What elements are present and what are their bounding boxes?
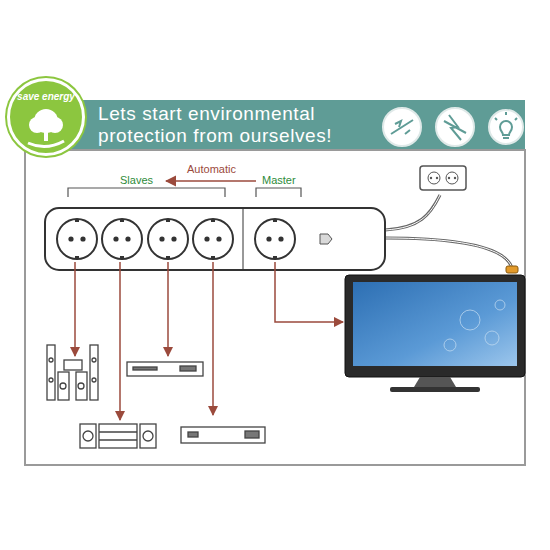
cable-plug: [506, 266, 518, 273]
eco-icons: [383, 108, 523, 146]
set-top-box: [181, 427, 265, 443]
socket: [193, 219, 233, 259]
banner-title: Lets start environmental protection from…: [98, 103, 383, 147]
home-theatre: [47, 345, 98, 400]
power-cable: [385, 195, 440, 230]
group-label: Master: [260, 174, 298, 186]
television: [345, 275, 525, 392]
socket: [102, 219, 142, 259]
sockets: [57, 219, 295, 259]
control-cable-core: [385, 238, 512, 268]
socket: [57, 219, 97, 259]
banner: [30, 100, 525, 150]
dvd-player: [127, 362, 203, 376]
group-brackets: [68, 188, 301, 197]
socket: [255, 219, 295, 259]
group-label: Slaves: [118, 174, 155, 186]
diagram-frame: [25, 150, 525, 465]
mode-label: Automatic: [185, 163, 238, 175]
automatic-arrow: [166, 180, 256, 182]
control-cable: [385, 238, 512, 268]
wall-socket: [420, 166, 466, 190]
power-strip: [45, 208, 385, 270]
stereo: [80, 424, 156, 448]
power-cable-core: [385, 195, 440, 230]
logo-text: save energy: [10, 91, 82, 102]
device-arrows: [75, 262, 343, 420]
socket: [148, 219, 188, 259]
logo-badge: save energy: [7, 78, 85, 156]
